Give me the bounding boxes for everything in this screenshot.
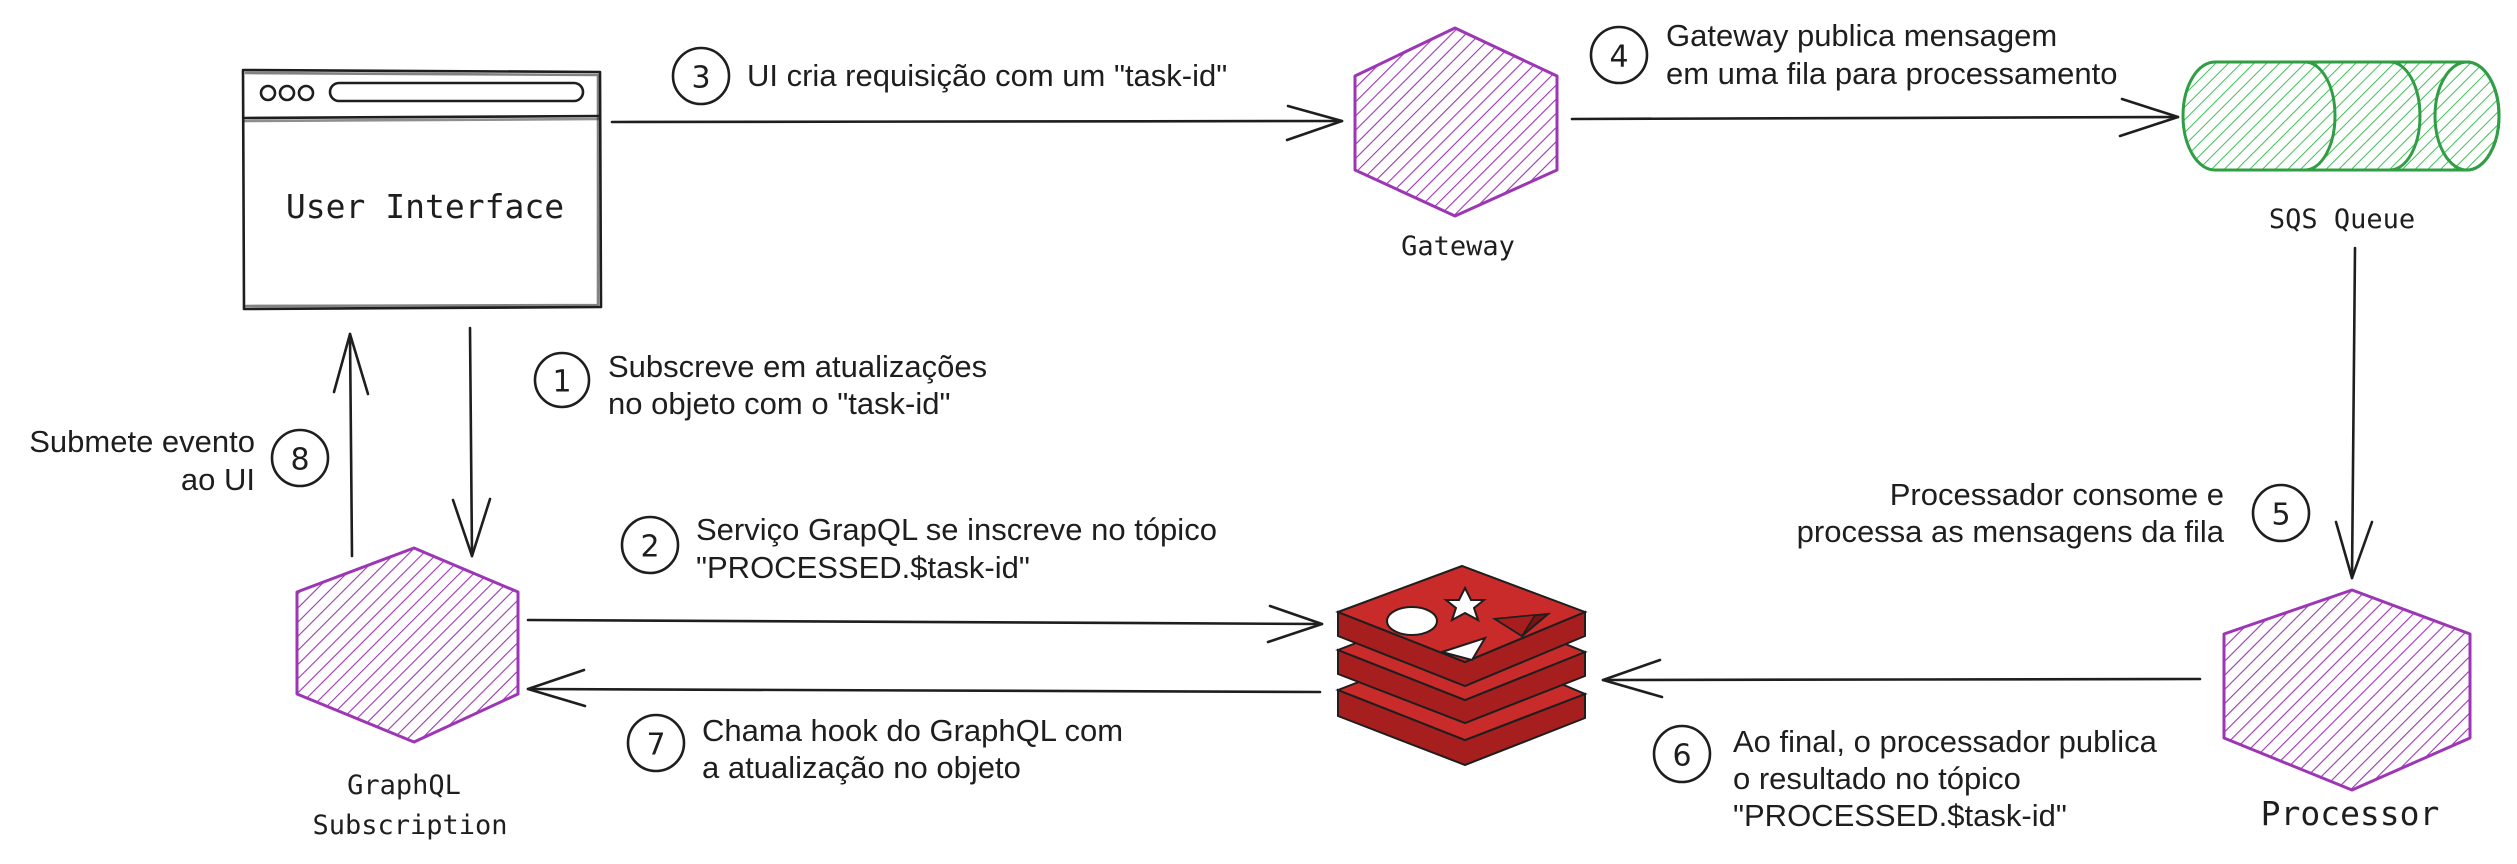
redis-node bbox=[1335, 564, 1588, 767]
graphql-subscription-node: GraphQL Subscription bbox=[295, 546, 520, 841]
hexagon-service-icon bbox=[2222, 588, 2472, 792]
redis-stack-icon bbox=[1335, 564, 1588, 767]
step-5: 5 Processador consome e processa as mens… bbox=[1797, 477, 2311, 549]
arrow-ui-to-gateway bbox=[610, 104, 1344, 142]
step-5-circle bbox=[2251, 483, 2311, 543]
step-2-circle bbox=[620, 515, 680, 575]
arrow-gateway-to-queue bbox=[1570, 97, 2180, 138]
step-8: 8 Submete evento ao UI bbox=[29, 424, 330, 497]
graphql-label-line2: Subscription bbox=[312, 810, 507, 841]
step-1-circle bbox=[533, 351, 591, 409]
step-3-number: 3 bbox=[691, 61, 710, 96]
step-7-number: 7 bbox=[646, 728, 665, 763]
hexagon-service-icon bbox=[295, 546, 520, 744]
arrow-processor-to-redis bbox=[1601, 658, 2202, 699]
arrow-graphql-to-ui bbox=[332, 332, 370, 558]
step-7: 7 Chama hook do GraphQL com a atualizaçã… bbox=[626, 713, 1123, 785]
step-2-line1: Serviço GrapQL se inscreve no tópico bbox=[696, 512, 1217, 547]
user-interface-label: User Interface bbox=[286, 187, 564, 226]
step-2-number: 2 bbox=[640, 530, 659, 565]
step-5-line1: Processador consome e bbox=[1890, 477, 2224, 512]
hexagon-service-icon bbox=[1353, 26, 1559, 218]
step-2-line2: "PROCESSED.$task-id" bbox=[696, 550, 1030, 585]
step-4: 4 Gateway publica mensagem em uma fila p… bbox=[1589, 18, 2117, 91]
user-interface-node: User Interface bbox=[241, 68, 603, 311]
step-5-line2: processa as mensagens da fila bbox=[1797, 514, 2225, 549]
step-8-line2: ao UI bbox=[181, 462, 255, 497]
step-4-line1: Gateway publica mensagem bbox=[1666, 18, 2057, 53]
step-1: 1 Subscreve em atualizações no objeto co… bbox=[533, 349, 987, 421]
step-4-circle bbox=[1589, 25, 1649, 85]
step-3-line1: UI cria requisição com um "task-id" bbox=[747, 58, 1227, 93]
gateway-node: Gateway bbox=[1353, 26, 1559, 262]
graphql-label-line1: GraphQL bbox=[347, 770, 461, 801]
processor-label: Processor bbox=[2261, 794, 2440, 833]
step-1-line2: no objeto com o "task-id" bbox=[608, 386, 951, 421]
step-3-circle bbox=[671, 46, 731, 106]
sqs-queue-node: SQS Queue bbox=[2181, 60, 2501, 235]
step-7-line2: a atualização no objeto bbox=[702, 750, 1021, 785]
step-6-circle bbox=[1652, 724, 1712, 784]
processor-node: Processor bbox=[2222, 588, 2472, 833]
step-4-line2: em uma fila para processamento bbox=[1666, 56, 2117, 91]
step-6: 6 Ao final, o processador publica o resu… bbox=[1652, 724, 2158, 833]
gateway-label: Gateway bbox=[1401, 231, 1515, 262]
step-6-line1: Ao final, o processador publica bbox=[1733, 724, 2158, 759]
step-7-line1: Chama hook do GraphQL com bbox=[702, 713, 1123, 748]
arrow-queue-to-processor bbox=[2334, 246, 2374, 580]
step-1-number: 1 bbox=[552, 365, 571, 400]
step-1-line1: Subscreve em atualizações bbox=[608, 349, 987, 384]
step-2: 2 Serviço GrapQL se inscreve no tópico "… bbox=[620, 512, 1217, 585]
step-6-line2: o resultado no tópico bbox=[1733, 761, 2021, 796]
arrow-graphql-to-redis bbox=[526, 604, 1324, 644]
step-3: 3 UI cria requisição com um "task-id" bbox=[671, 46, 1227, 106]
step-8-line1: Submete evento bbox=[29, 424, 255, 459]
step-6-number: 6 bbox=[1672, 739, 1691, 774]
browser-window-icon bbox=[241, 68, 603, 311]
step-7-circle bbox=[626, 713, 686, 773]
arrow-redis-to-graphql bbox=[526, 668, 1322, 708]
step-8-number: 8 bbox=[290, 443, 309, 478]
arrow-ui-to-graphql bbox=[451, 326, 492, 558]
sqs-queue-label: SQS Queue bbox=[2269, 204, 2415, 235]
step-6-line3: "PROCESSED.$task-id" bbox=[1733, 798, 2067, 833]
step-5-number: 5 bbox=[2271, 498, 2290, 533]
queue-cylinder-icon bbox=[2181, 60, 2501, 172]
step-8-circle bbox=[270, 428, 330, 488]
step-4-number: 4 bbox=[1609, 40, 1628, 75]
